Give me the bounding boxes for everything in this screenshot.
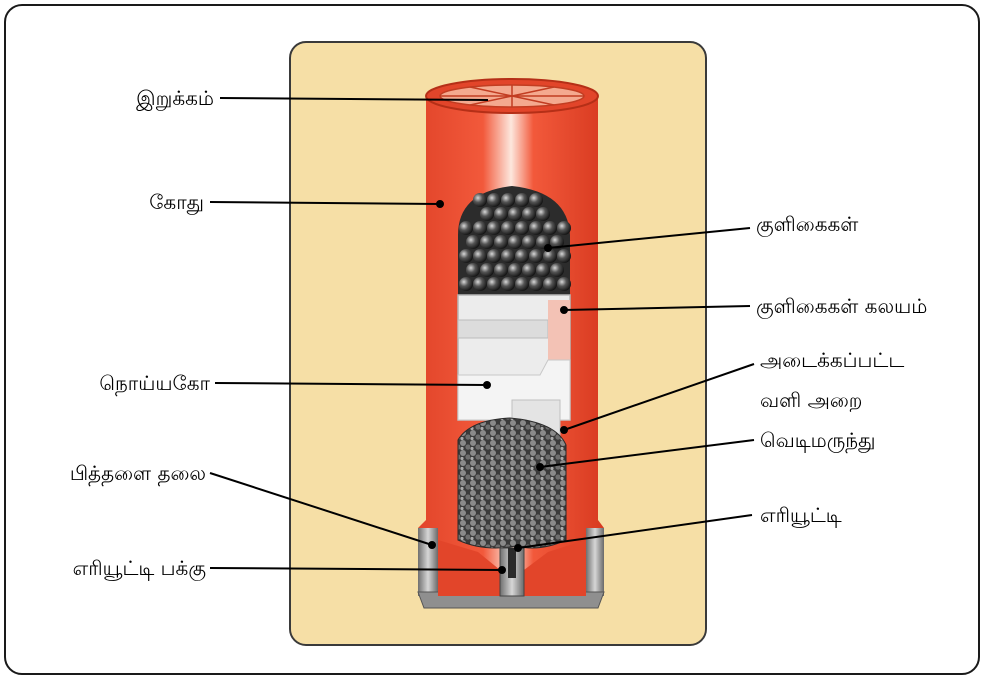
shot-pellet [536,263,550,277]
shot-pellet [487,249,501,263]
shot-pellet [501,249,515,263]
shot-pellet [522,263,536,277]
shot-pellet [487,277,501,291]
shot-pellet [494,207,508,221]
label-air-chamber-line2: வளி அறை [760,388,863,412]
shot-pellet [522,235,536,249]
shot-pellet [557,277,571,291]
label-primer-cap: எரியூட்டி பக்கு [72,556,206,580]
shot-pellet [515,193,529,207]
shot-pellet [494,235,508,249]
shot-pellet [529,277,543,291]
shot-pellet [494,263,508,277]
crimp-folds [440,85,584,107]
shot-pellets [459,193,571,291]
shot-pellet [501,277,515,291]
shot-pellet [480,235,494,249]
shot-pellet [543,249,557,263]
shot-pellet [543,221,557,235]
shot-pellet [473,221,487,235]
label-air-chamber-line1: அடைக்கப்பட்ட [760,348,905,372]
shot-pellet [529,193,543,207]
label-wad: நொய்யகோ [99,371,210,395]
base-wad [438,540,504,596]
shot-pellet [501,193,515,207]
shot-pellet [473,193,487,207]
shot-pellet [466,263,480,277]
shot-pellet [466,235,480,249]
powder-charge [457,417,567,549]
shot-pellet [508,235,522,249]
shot-pellet [550,235,564,249]
shot-pellet [557,249,571,263]
shot-pellet [459,249,473,263]
brass-head [418,528,438,596]
shot-pellet [543,277,557,291]
shot-pellet [529,221,543,235]
shot-pellet [508,207,522,221]
shot-pellet [501,221,515,235]
shot-pellet [473,249,487,263]
shot-pellet [515,277,529,291]
shot-pellet [522,207,536,221]
label-primer: எரியூட்டி [760,503,842,527]
shot-pellet [557,221,571,235]
shot-pellet [515,249,529,263]
shot-pellet [459,277,473,291]
label-brass-head: பித்தளை தலை [69,461,206,485]
leader-lines [209,97,755,574]
label-shot: குளிகைகள் [756,212,859,236]
shot-pellet [480,207,494,221]
shot-pellet [529,249,543,263]
shot-pellet [550,263,564,277]
shot-pellet [515,221,529,235]
shot-pellet [487,193,501,207]
shot-pellet [487,221,501,235]
label-shot-cup: குளிகைகள் கலயம் [756,294,928,318]
shot-pellet [473,277,487,291]
shot-pellet [508,263,522,277]
shot-pellet [536,207,550,221]
label-crimp: இறுக்கம் [136,86,214,110]
shot-pellet [459,221,473,235]
label-powder: வெடிமருந்து [760,428,876,452]
shot-pellet [480,263,494,277]
label-hull: கோது [149,190,204,214]
